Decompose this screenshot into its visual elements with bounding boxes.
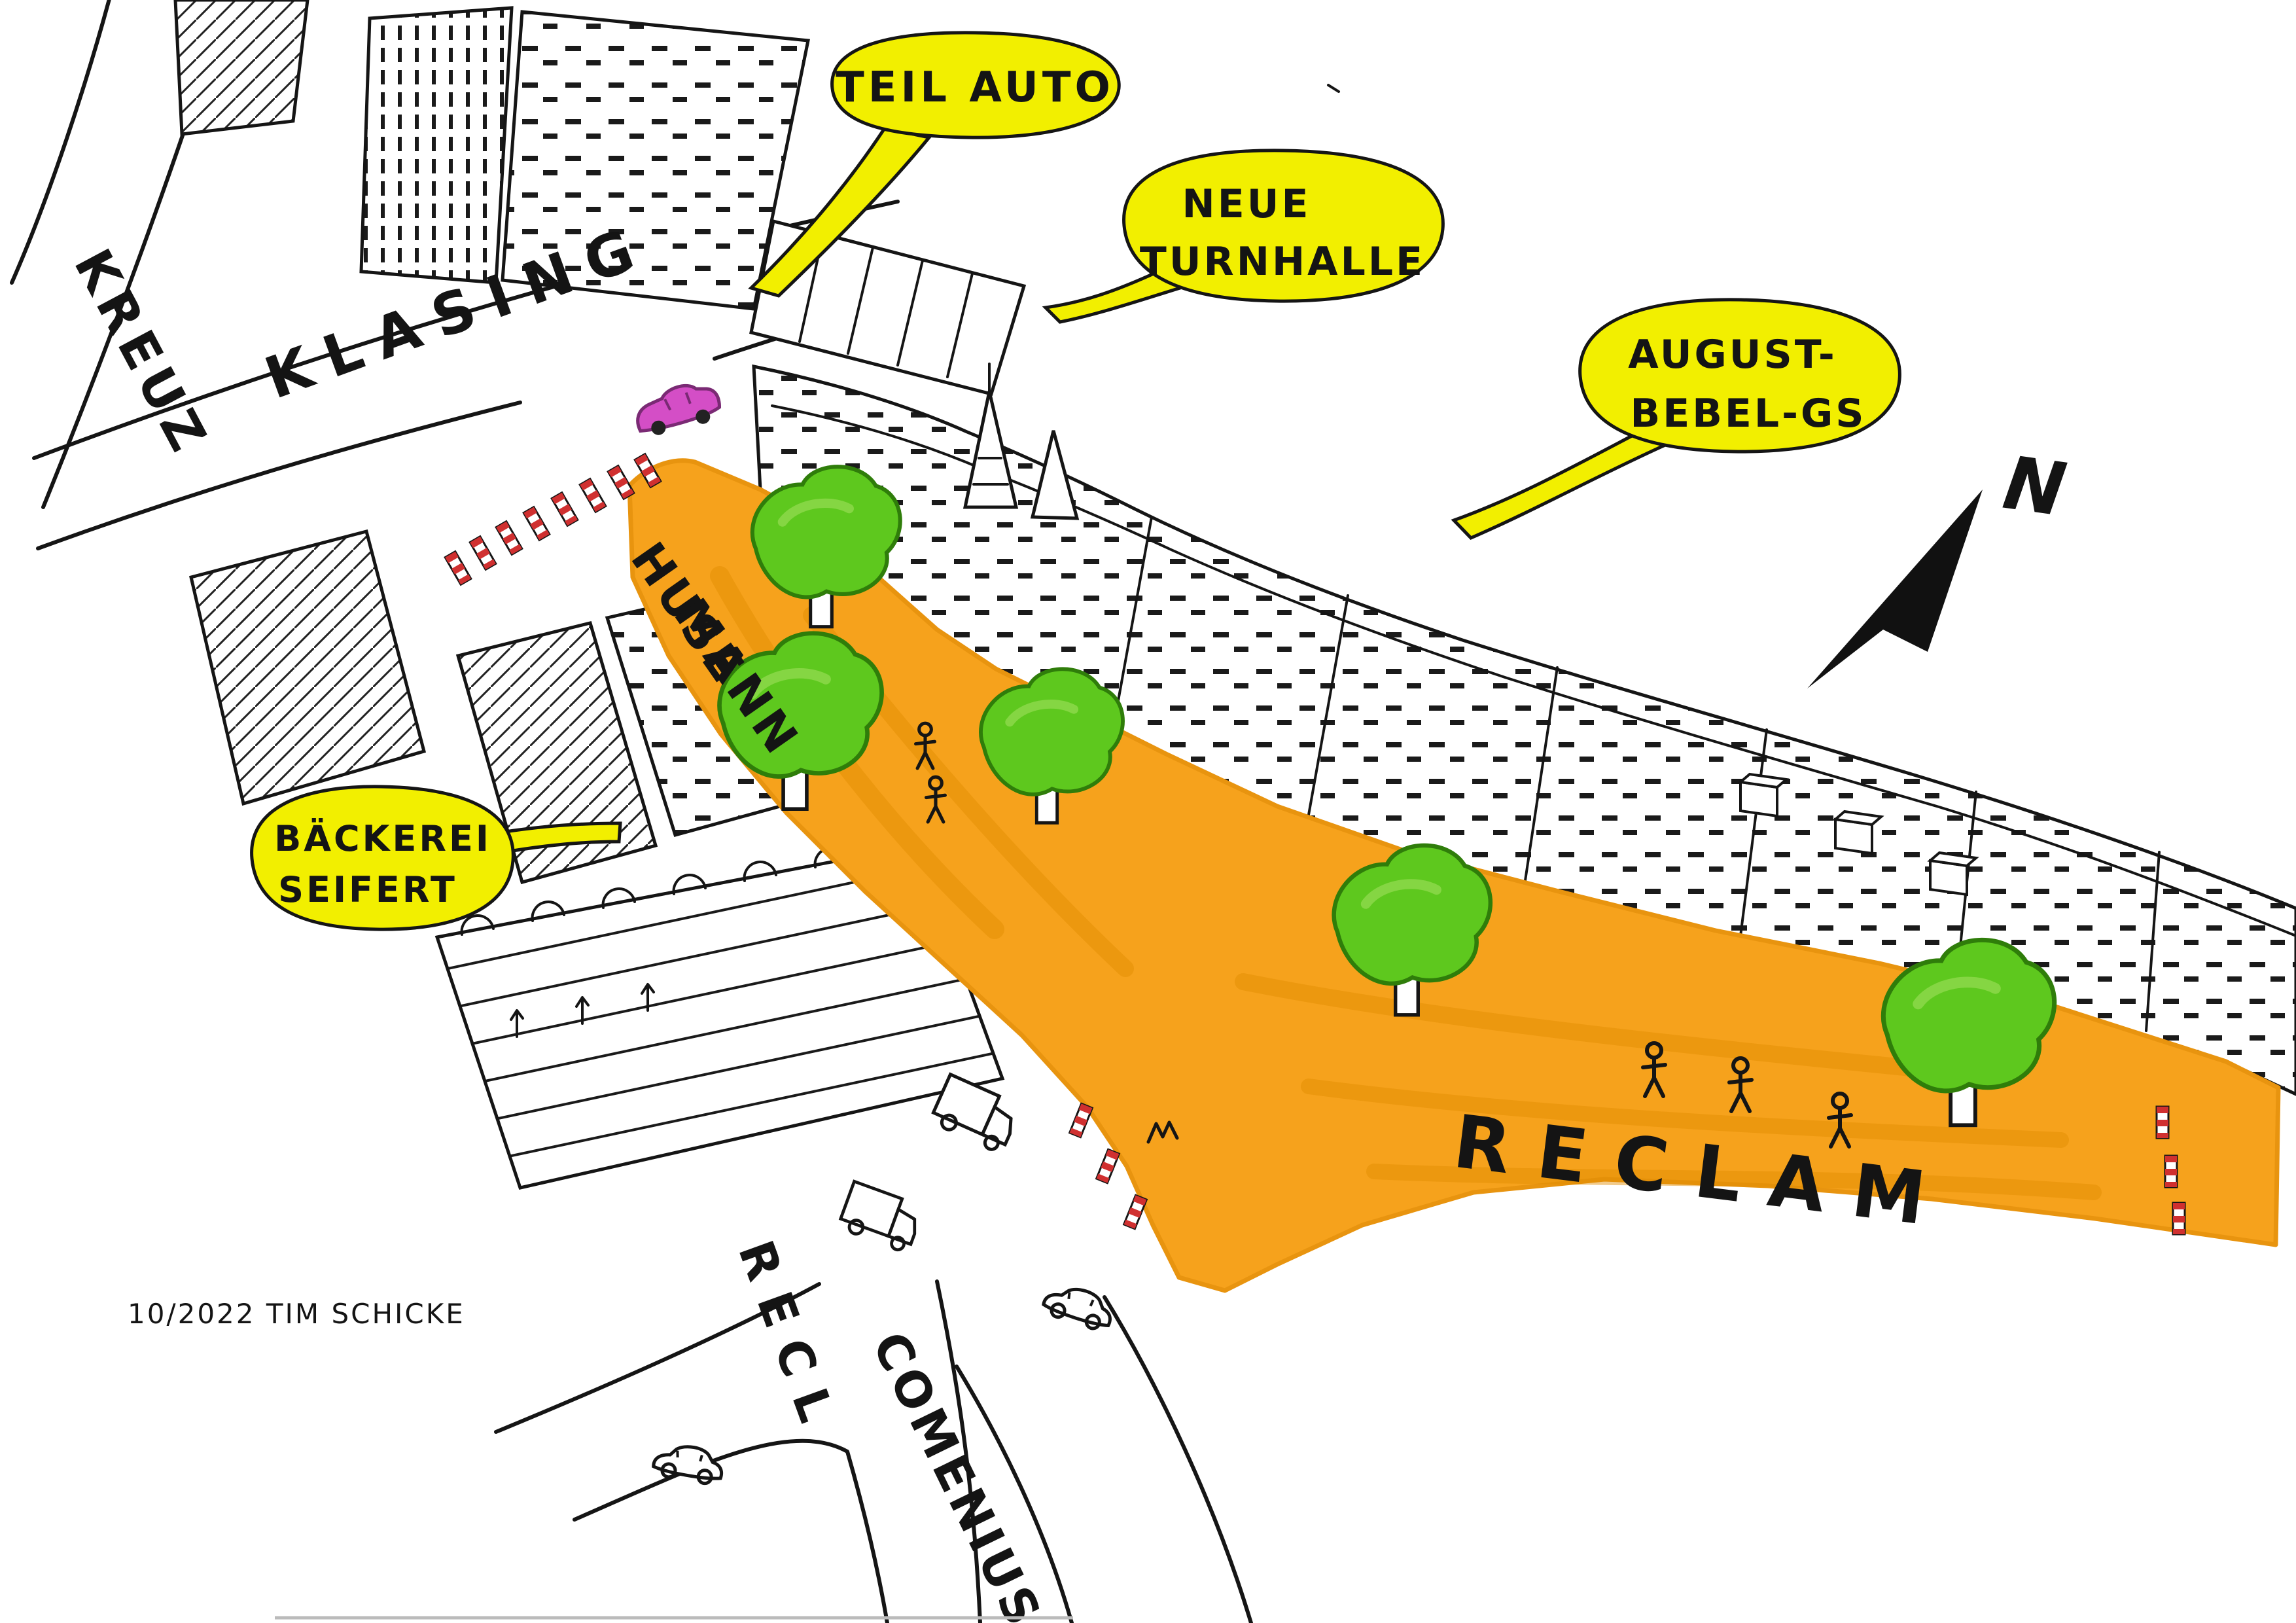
bench-scribble	[1146, 1120, 1179, 1144]
compass-north-label: N	[1998, 440, 2071, 533]
bubble-tail	[748, 126, 932, 298]
street-label-kreuz: KREUZ	[62, 240, 220, 467]
street-comenius-east-edge	[1103, 1295, 1253, 1623]
building-baeckerei-block	[455, 620, 658, 885]
speech-bubbles: TEIL AUTO NEUE TURNHALLE AUGUST- BEBEL-G…	[250, 31, 1901, 931]
north-arrow-icon	[1807, 490, 1983, 688]
parking-lot-area	[434, 844, 1005, 1190]
bubble-tail	[1451, 427, 1669, 540]
parking-lot	[434, 844, 1005, 1190]
stick-figures	[916, 723, 1851, 1147]
street-label-recl: RECL	[727, 1234, 850, 1446]
bubble-body	[1578, 298, 1901, 454]
building-turnhalle	[749, 219, 1027, 397]
bubble-text-bebel-gs: BEBEL-GS	[1630, 391, 1866, 437]
bubble-text-neue: NEUE	[1182, 181, 1311, 227]
speech-bubble-teil-auto: TEIL AUTO	[748, 31, 1121, 298]
pink-car	[636, 383, 722, 435]
bubble-tail	[498, 821, 622, 854]
building-west-hatched	[189, 529, 427, 806]
truck	[838, 1181, 925, 1253]
roof-cubes	[1737, 772, 1979, 897]
street-kreuz-edge	[10, 0, 111, 285]
bubble-text-seifert: SEIFERT	[278, 869, 457, 910]
building-gables	[963, 363, 1080, 520]
speech-bubble-neue-turnhalle: NEUE TURNHALLE	[1042, 149, 1445, 324]
street-bottom-left-edge	[573, 1438, 889, 1623]
bubble-tail	[1042, 270, 1189, 324]
street-recl-east-edge	[935, 1279, 982, 1623]
street-bottom-left-edge	[494, 1282, 821, 1434]
compass: N	[1807, 440, 2071, 688]
building-klasing-tall	[359, 6, 514, 285]
vehicles	[636, 383, 1116, 1486]
bubble-body	[830, 31, 1121, 139]
speech-bubble-baeckerei-seifert: BÄCKEREI SEIFERT	[250, 785, 622, 931]
street-klasing-south-edge	[36, 401, 522, 550]
bubble-text-turnhalle: TURNHALLE	[1140, 239, 1425, 285]
buildings	[173, 0, 2296, 1190]
bubble-body	[1122, 149, 1445, 303]
speech-bubble-august-bebel: AUGUST- BEBEL-GS	[1451, 298, 1901, 540]
bubble-text-august: AUGUST-	[1628, 332, 1837, 378]
parking-arrows	[510, 983, 655, 1038]
bubble-text-baeckerei: BÄCKEREI	[274, 818, 491, 859]
bubble-body	[250, 785, 515, 931]
stray-mark	[1327, 84, 1340, 93]
building-klasing-block	[501, 10, 810, 311]
bubble-text-teil-auto: TEIL AUTO	[836, 63, 1114, 112]
building-top-corner	[173, 0, 309, 136]
street-comenius-west-edge	[955, 1364, 1074, 1623]
car-outline	[1041, 1280, 1116, 1333]
signature: 10/2022 TIM SCHICKE	[128, 1298, 465, 1330]
